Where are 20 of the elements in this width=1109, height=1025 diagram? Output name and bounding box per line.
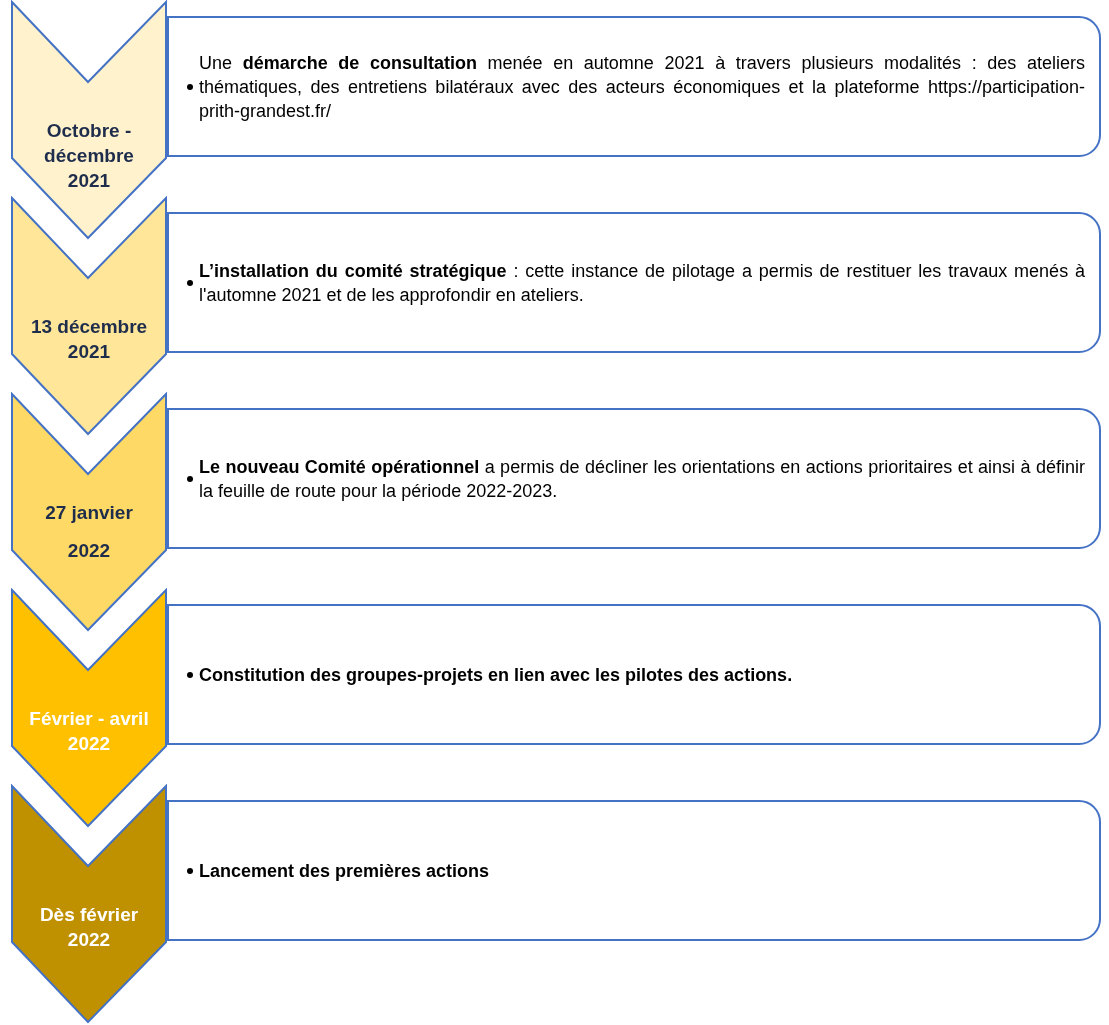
date-label: Février - avril 2022 xyxy=(28,707,150,756)
date-label: 13 décembre 2021 xyxy=(29,315,149,364)
description-text: Le nouveau Comité opérationnel a permis de décliner les orientations en actions prioritaires et ainsi à définir la feuille de route pour la période 2022-2023. xyxy=(199,455,1085,503)
text-box xyxy=(167,212,1101,353)
date-label: Octobre - décembre 2021 xyxy=(43,119,135,193)
date-label: Dès février 2022 xyxy=(38,903,140,952)
description-text: L’installation du comité stratégique : cette instance de pilotage a permis de restituer les travaux menés à l'automne 2021 et de les approfondir en ateliers. xyxy=(199,259,1085,307)
chevron-shape xyxy=(10,196,168,436)
description-text: Une démarche de consultation menée en automne 2021 à travers plusieurs modalités : des ateliers thématiques, des entretiens bilatéraux avec des acteurs économiques et la plateforme https://participation-prith-grandest.fr/ xyxy=(199,51,1085,123)
description-text: Constitution des groupes-projets en lien avec les pilotes des actions. xyxy=(199,663,793,687)
text-box xyxy=(167,408,1101,549)
text-box xyxy=(167,800,1101,941)
text-box xyxy=(167,16,1101,157)
description-text: Lancement des premières actions xyxy=(199,859,490,883)
chevron-shape xyxy=(10,784,168,1024)
chevron-shape xyxy=(10,392,168,632)
chevron-shape xyxy=(10,588,168,828)
text-box xyxy=(167,604,1101,745)
date-label: 27 janvier 2022 xyxy=(44,501,134,563)
chevron-shape xyxy=(10,0,168,240)
